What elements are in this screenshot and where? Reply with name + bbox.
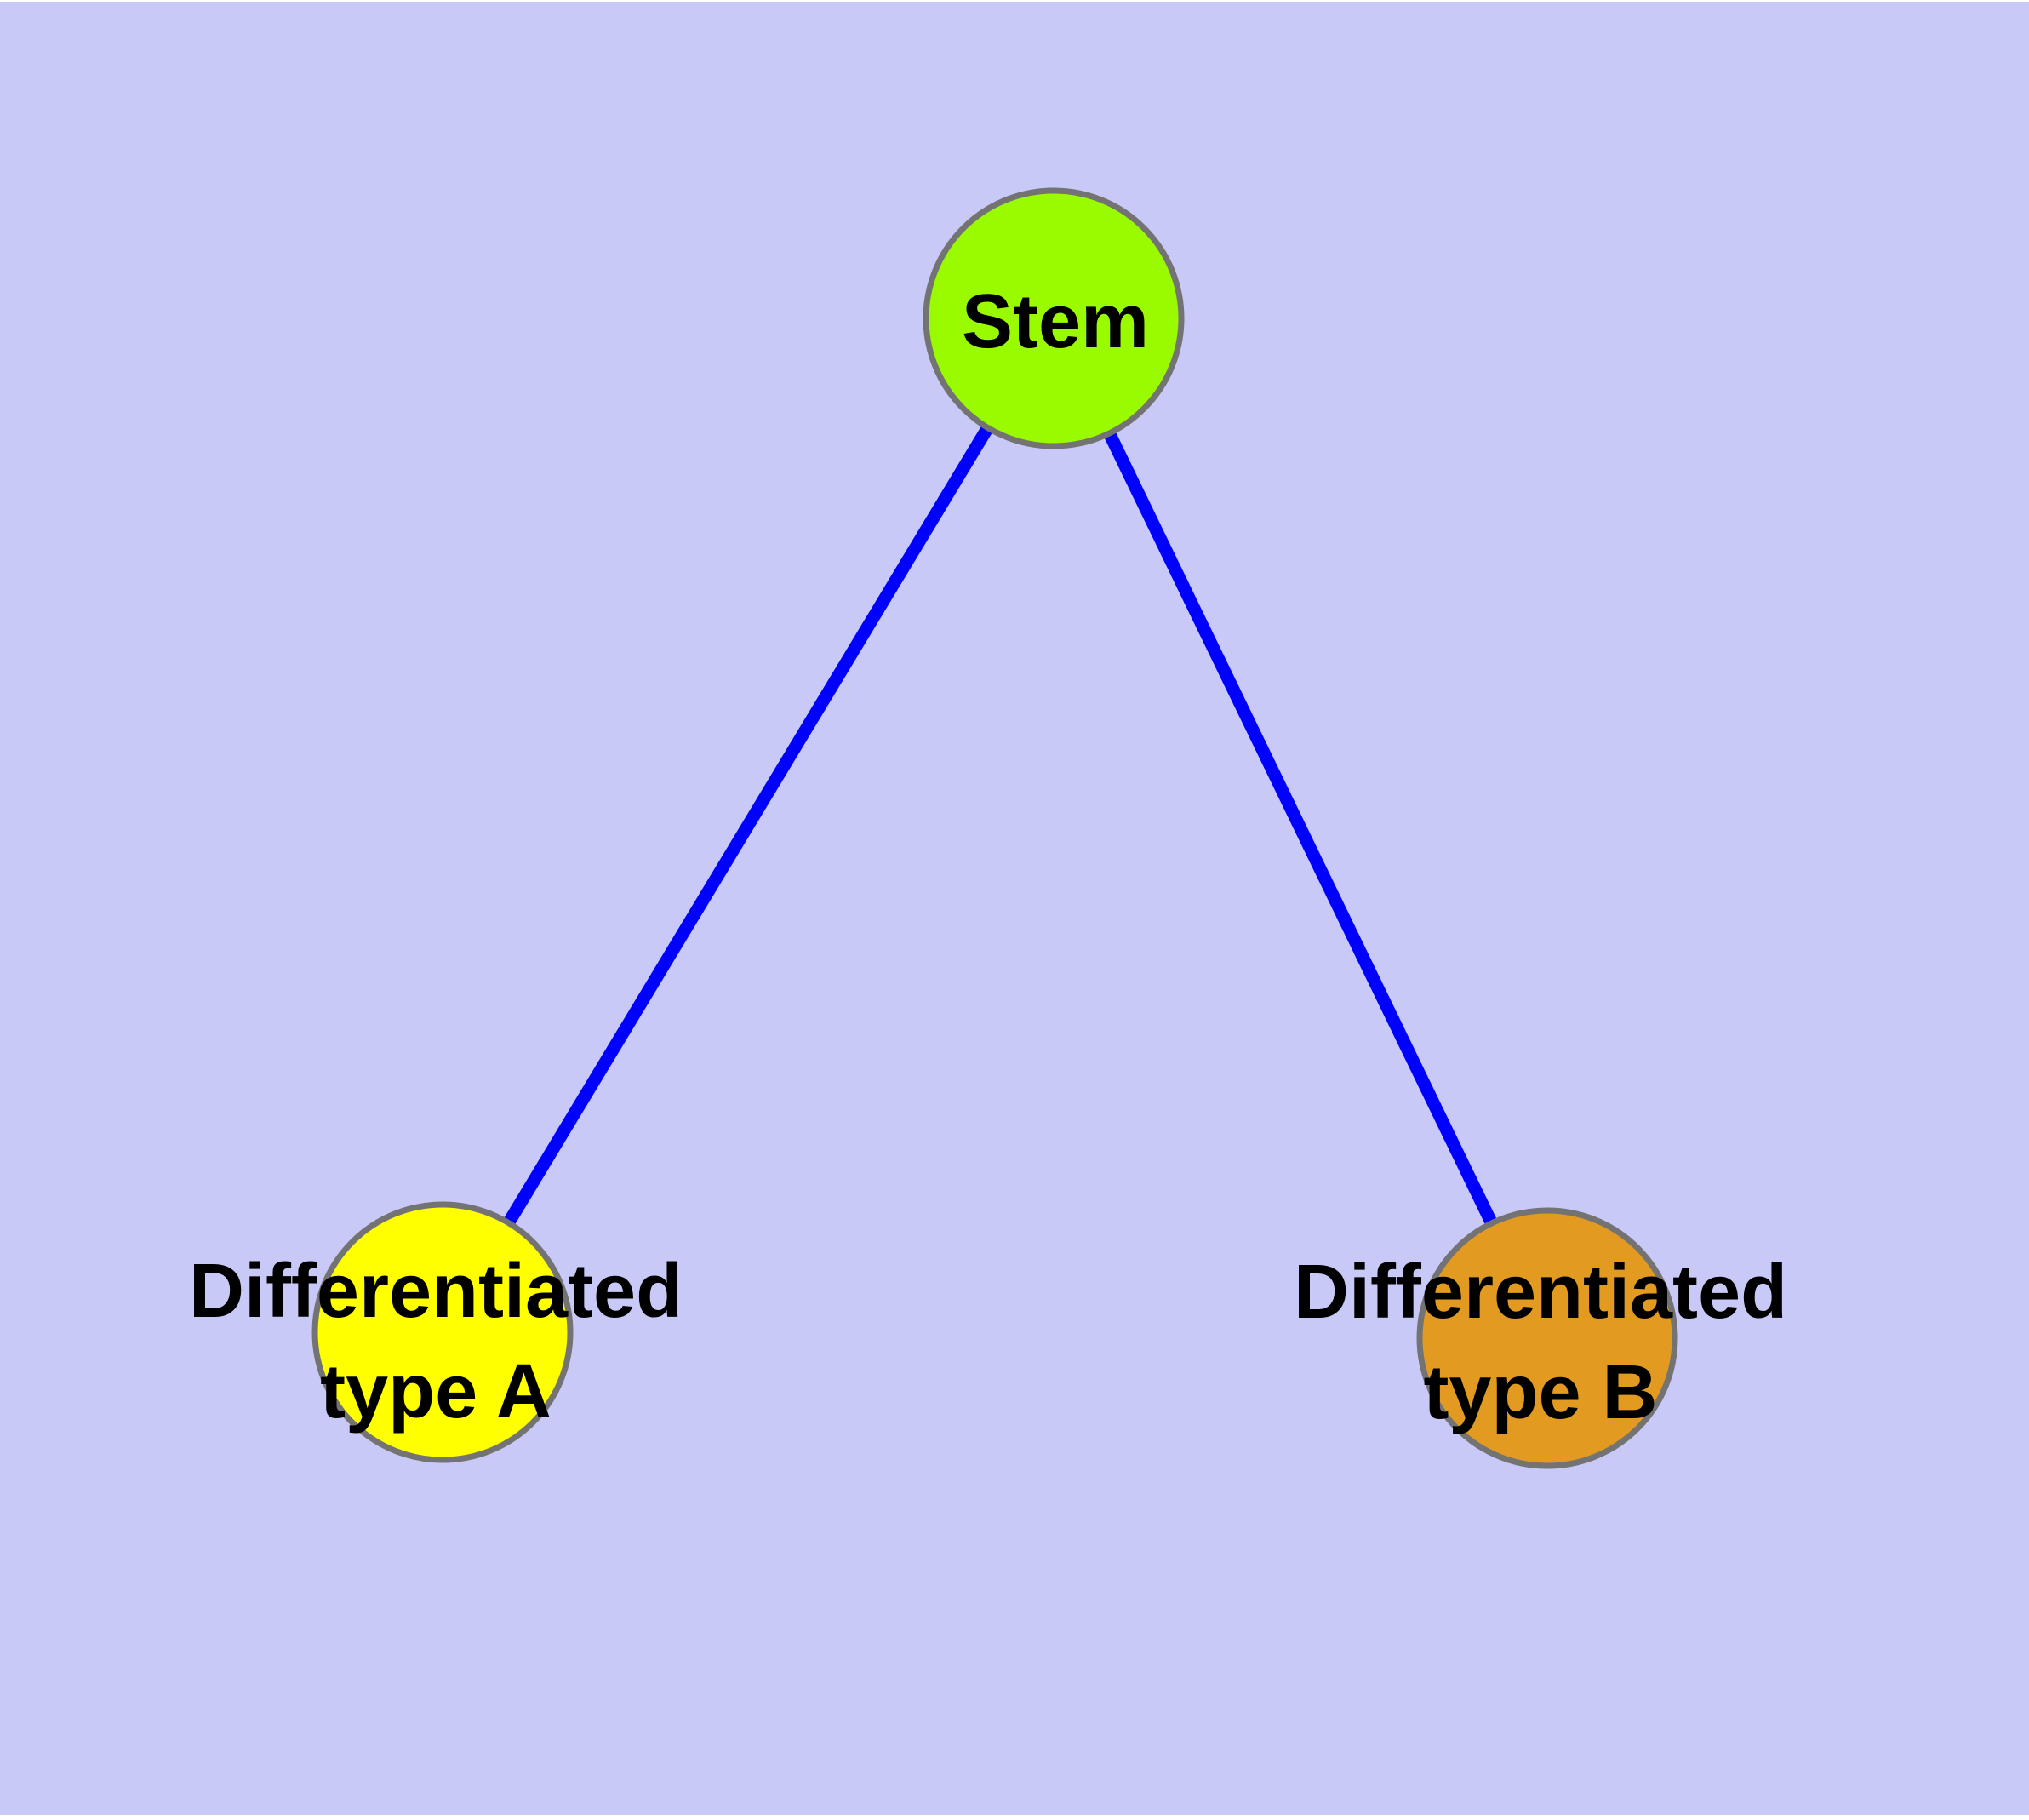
node-circle-type-b: [1416, 1207, 1678, 1469]
node-circle-stem: [923, 187, 1185, 449]
node-label-type-a: Differentiated type A: [189, 1241, 683, 1442]
node-circle-type-a: [311, 1201, 574, 1463]
node-label-text: Differentiated: [1293, 1250, 1788, 1335]
node-label-text: type A: [320, 1349, 552, 1434]
edge-stem-type-a: [437, 315, 1060, 1336]
edge-stem-type-b: [1048, 315, 1553, 1342]
node-label-text: Differentiated: [188, 1249, 683, 1334]
node-label-type-b: Differentiated type B: [1294, 1242, 1787, 1443]
node-label-stem: Stem: [962, 272, 1149, 372]
node-label-text: Stem: [961, 279, 1150, 364]
node-label-text: type B: [1423, 1350, 1658, 1435]
